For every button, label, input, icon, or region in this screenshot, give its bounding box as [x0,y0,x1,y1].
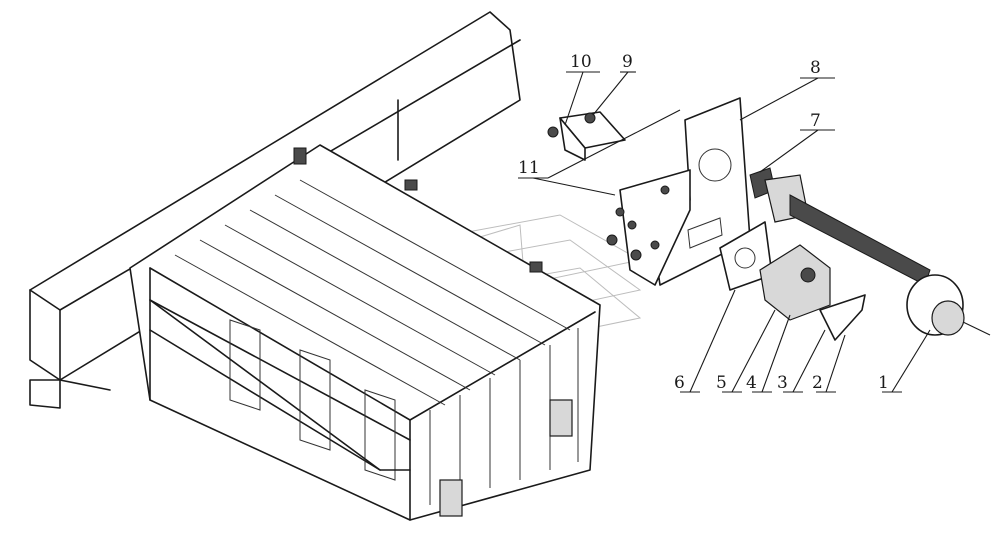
callout-2: 2 [812,373,823,393]
key-lever [819,294,866,341]
mounting-plate [606,97,751,286]
callout-7: 7 [810,111,821,131]
small-bracket [547,111,626,161]
callout-4: 4 [746,373,757,393]
callout-1: 1 [878,373,889,393]
callout-8: 8 [810,58,821,78]
callout-3: 3 [777,373,788,393]
shaft-and-knob [749,167,991,336]
callout-10: 10 [570,52,592,72]
switch-housing [759,244,831,321]
callout-labels: 10 9 8 7 11 6 5 4 3 2 1 [518,52,889,393]
callout-5: 5 [716,373,727,393]
callout-11: 11 [518,158,540,178]
leader-lines [518,71,931,393]
callout-6: 6 [674,373,685,393]
battery-box [129,144,601,521]
callout-9: 9 [622,52,633,72]
